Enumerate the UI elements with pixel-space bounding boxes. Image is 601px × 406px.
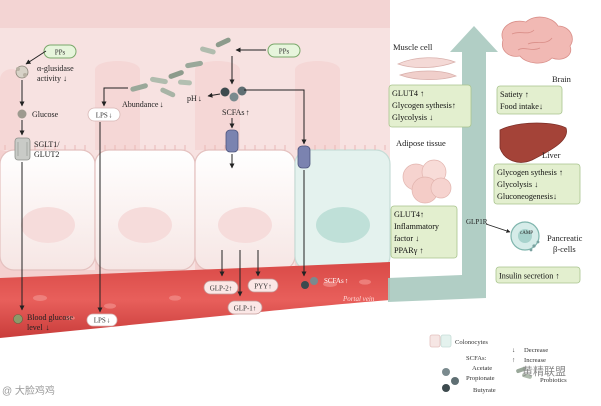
scfas-label-vein: SCFAs↑ (324, 277, 348, 285)
ph-label: pH↓ (187, 94, 202, 103)
glucose-molecule (17, 109, 27, 119)
svg-text:PYY↑: PYY↑ (254, 283, 272, 291)
pps-label-left: PPs (55, 49, 66, 57)
nucleus-3 (218, 207, 272, 243)
nucleus-4 (316, 207, 370, 243)
nucleus-1 (21, 207, 75, 243)
watermark-left: @ 大脸鸡鸡 (2, 384, 55, 397)
blood-cells (33, 279, 371, 321)
legend-butyrate-label: Butyrate (473, 387, 496, 394)
sglt1-glut2-label: SGLT1/ GLUT2 (34, 140, 62, 159)
brain-effects-box: Satiety ↑ Food intake↓ (496, 85, 563, 115)
arrow-scfas-to-ph (207, 92, 221, 98)
arrow-scfas-loop (244, 89, 307, 145)
scfas-label-top: SCFAs↑ (222, 108, 250, 117)
arrow-abundance-to-lps (101, 87, 128, 107)
legend-colonocytes-label: Colonocytes (455, 339, 488, 346)
pps-label-right: PPs (279, 48, 290, 56)
portal-vein-label: Portal vein (342, 295, 375, 303)
pps-pill-left: PPs (43, 44, 77, 59)
colonocyte-row (0, 149, 391, 271)
lps-bottom-pill: LPS↓ (86, 313, 118, 327)
scfa-transporter-right-icon (297, 145, 311, 169)
camp-label: cAMP (520, 231, 533, 236)
glp1-pill: GLP-1↑ (227, 300, 263, 315)
svg-text:Insulin secretion ↑: Insulin secretion ↑ (499, 272, 559, 281)
legend-butyrate-dot (442, 384, 450, 392)
adipose-tissue-icon (402, 159, 452, 204)
liver-title: Liver (542, 150, 561, 160)
insulin-box: Insulin secretion ↑ (495, 266, 581, 284)
svg-text:LPS↓: LPS↓ (94, 317, 111, 325)
alpha-glucosidase-enzyme-icon (15, 65, 29, 79)
glp1r-label: GLP1R (466, 218, 488, 226)
legend-scfas-label: SCFAs: (466, 355, 487, 362)
brain-icon (501, 16, 573, 64)
legend-probiotics-icon (516, 366, 532, 379)
brain-title: Brain (552, 74, 572, 84)
muscle-cell-icon (397, 57, 457, 80)
svg-text:Satiety ↑ Food intake↓: Satiety ↑ Food intake↓ (500, 90, 543, 111)
pps-pill-right: PPs (267, 43, 301, 58)
legend-acetate-label: Acetate (472, 365, 492, 372)
lps-label-top-pill: LPS↓ (87, 107, 121, 122)
svg-text:LPS↓: LPS↓ (96, 112, 113, 120)
lumen-top-fade (0, 0, 390, 28)
pyy-pill: PYY↑ (247, 278, 279, 293)
svg-text:GLP-2↑: GLP-2↑ (210, 285, 233, 293)
legend-colonocytes-swatch (429, 334, 452, 348)
glp2-pill: GLP-2↑ (203, 280, 239, 295)
pancreatic-title: Pancreatic β-cells (547, 233, 585, 254)
adipose-tissue-title: Adipose tissue (396, 138, 446, 148)
decrease-arrow: ↓ (63, 74, 67, 83)
sglt1-glut2-transporter-icon (14, 137, 31, 161)
legend-increase-label: Increase (524, 357, 546, 364)
abundance-label: Abundance↓ (122, 100, 163, 109)
legend: Colonocytes ↓ Decrease ↑ Increase SCFAs:… (429, 334, 567, 394)
pancreatic-beta-cell-icon (510, 221, 540, 252)
blood-glucose-molecule (13, 314, 23, 324)
svg-text:GLUT4 ↑ Glycogen sythesi: GLUT4 ↑ Glycogen sythesis↑ Glycolysis ↓ (392, 89, 458, 122)
liver-effects-box: Glycogen sythesis ↑ Glycolysis ↓ Glucone… (493, 163, 581, 205)
legend-increase-symbol: ↑ (512, 357, 515, 364)
legend-propionate-dot (451, 377, 459, 385)
adipose-effects-box: GLUT4↑ Inflammatory factor ↓ PPARγ ↑ (390, 205, 458, 259)
muscle-cell-title: Muscle cell (393, 42, 433, 52)
arrow-pps-to-enzyme (25, 50, 47, 65)
muscle-effects-box: GLUT4 ↑ Glycogen sythesis↑ Glycolysis ↓ (388, 84, 472, 128)
scfa-transporter-middle-icon (225, 129, 239, 153)
svg-text:Glycogen sythesis ↑ Glyc: Glycogen sythesis ↑ Glycolysis ↓ Glucone… (497, 168, 565, 201)
scfas-molecules-top (220, 86, 247, 102)
arrow-glp1r (485, 223, 511, 233)
probiotic-bacteria-icon (130, 37, 231, 98)
svg-text:GLUT4↑ Inflammatory: GLUT4↑ Inflammatory factor ↓ PPARγ ↑ (394, 210, 441, 255)
legend-propionate-label: Propionate (466, 375, 495, 382)
glucose-label: Glucose (32, 110, 59, 119)
legend-decrease-symbol: ↓ (512, 347, 515, 354)
watermark-right: 黄精联盟 (522, 364, 566, 378)
blood-glucose-label: Blood glucose level↓ (27, 313, 75, 332)
scfas-molecules-vein (301, 277, 318, 289)
liver-icon (499, 122, 567, 163)
alpha-glucosidase-label: α-glusidase activity↓ (37, 64, 76, 83)
legend-probiotics-label: Probiotics (540, 377, 567, 384)
legend-decrease-label: Decrease (524, 347, 548, 354)
legend-acetate-dot (442, 368, 450, 376)
svg-text:GLP-1↑: GLP-1↑ (234, 305, 257, 313)
nucleus-2 (118, 207, 172, 243)
